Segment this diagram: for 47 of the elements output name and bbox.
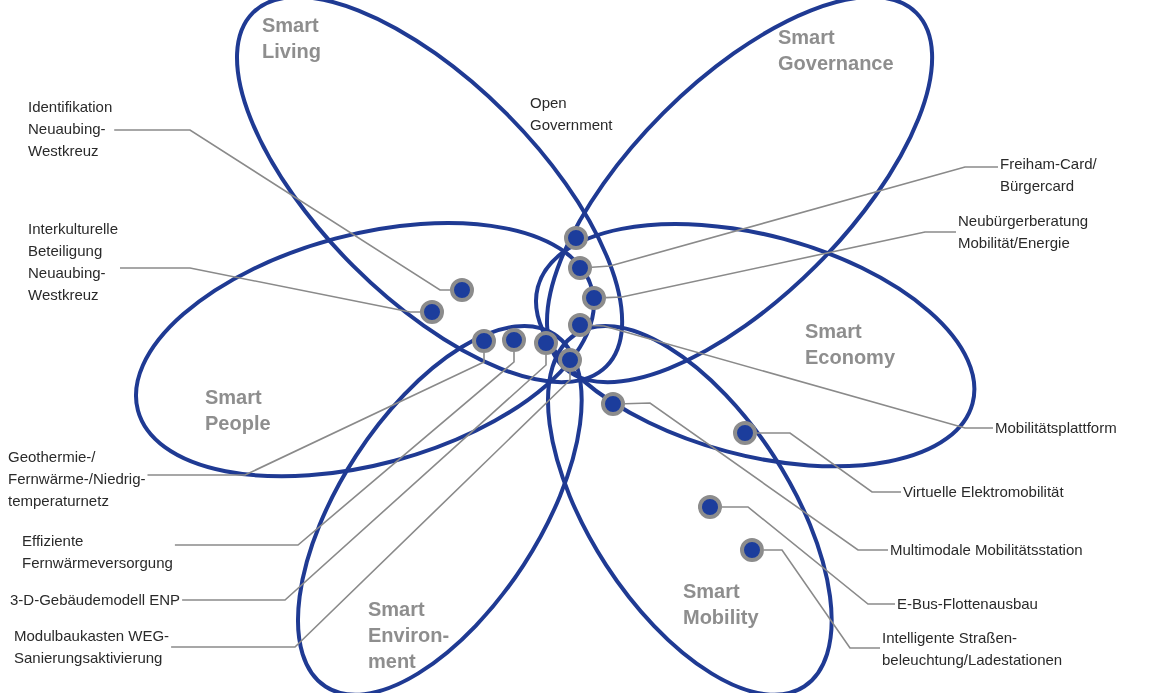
marker-dot xyxy=(740,538,764,562)
leader-line xyxy=(591,166,999,268)
text-label: Open Government xyxy=(530,93,614,135)
marker-dot xyxy=(450,278,474,302)
leader-line xyxy=(170,371,571,648)
project-label: 3-D-Gebäudemodell ENP xyxy=(10,589,210,611)
marker-dot xyxy=(568,256,592,280)
marker-dot xyxy=(601,392,625,416)
marker-dot xyxy=(698,495,722,519)
project-label: Geothermie-/ Fernwärme-/Niedrig- temperaturnetz xyxy=(8,446,193,512)
marker-dot xyxy=(534,331,558,355)
leader-line xyxy=(119,267,421,313)
project-label: Modulbaukasten WEG- Sanierungsaktivierung xyxy=(14,625,229,669)
leader-line xyxy=(181,354,547,601)
category-label: Smart Economy xyxy=(805,319,896,370)
leader-line xyxy=(605,231,957,299)
leader-line xyxy=(146,352,485,476)
leader-line xyxy=(174,351,515,546)
category-label: Smart Mobility xyxy=(683,579,760,630)
project-label: Virtuelle Elektromobilität xyxy=(903,481,1103,503)
marker-dot xyxy=(558,348,582,372)
category-label: Smart People xyxy=(205,385,272,436)
marker-dot xyxy=(568,313,592,337)
project-label: Freiham-Card/ Bürgercard xyxy=(1000,153,1120,197)
leader-line xyxy=(756,432,902,493)
project-label: Mobilitätsplattform xyxy=(995,417,1165,439)
marker-dot xyxy=(582,286,606,310)
category-label: Smart Environ- ment xyxy=(368,597,451,674)
leader-line xyxy=(591,324,994,429)
marker-dot xyxy=(733,421,757,445)
project-label: Identifikation Neuaubing- Westkreuz xyxy=(28,96,140,162)
marker-dot xyxy=(564,226,588,250)
project-label: Interkulturelle Beteiligung Neuaubing- Westkreuz xyxy=(28,218,148,306)
project-label: Neubürgerberatung Mobilität/Energie xyxy=(958,210,1138,254)
leader-line xyxy=(763,549,881,649)
marker-dot xyxy=(420,300,444,324)
project-label: Effiziente Fernwärmeversorgung xyxy=(22,530,232,574)
project-label: Multimodale Mobilitätsstation xyxy=(890,539,1120,561)
leader-line xyxy=(721,506,896,605)
marker-dot xyxy=(472,329,496,353)
leader-line xyxy=(113,129,451,291)
marker-dot xyxy=(502,328,526,352)
project-label: Intelligente Straßen- beleuchtung/Ladestationen xyxy=(882,627,1162,671)
category-label: Smart Living xyxy=(262,13,322,64)
leader-line xyxy=(624,402,889,551)
project-label: E-Bus-Flottenausbau xyxy=(897,593,1077,615)
category-label: Smart Governance xyxy=(778,25,895,76)
